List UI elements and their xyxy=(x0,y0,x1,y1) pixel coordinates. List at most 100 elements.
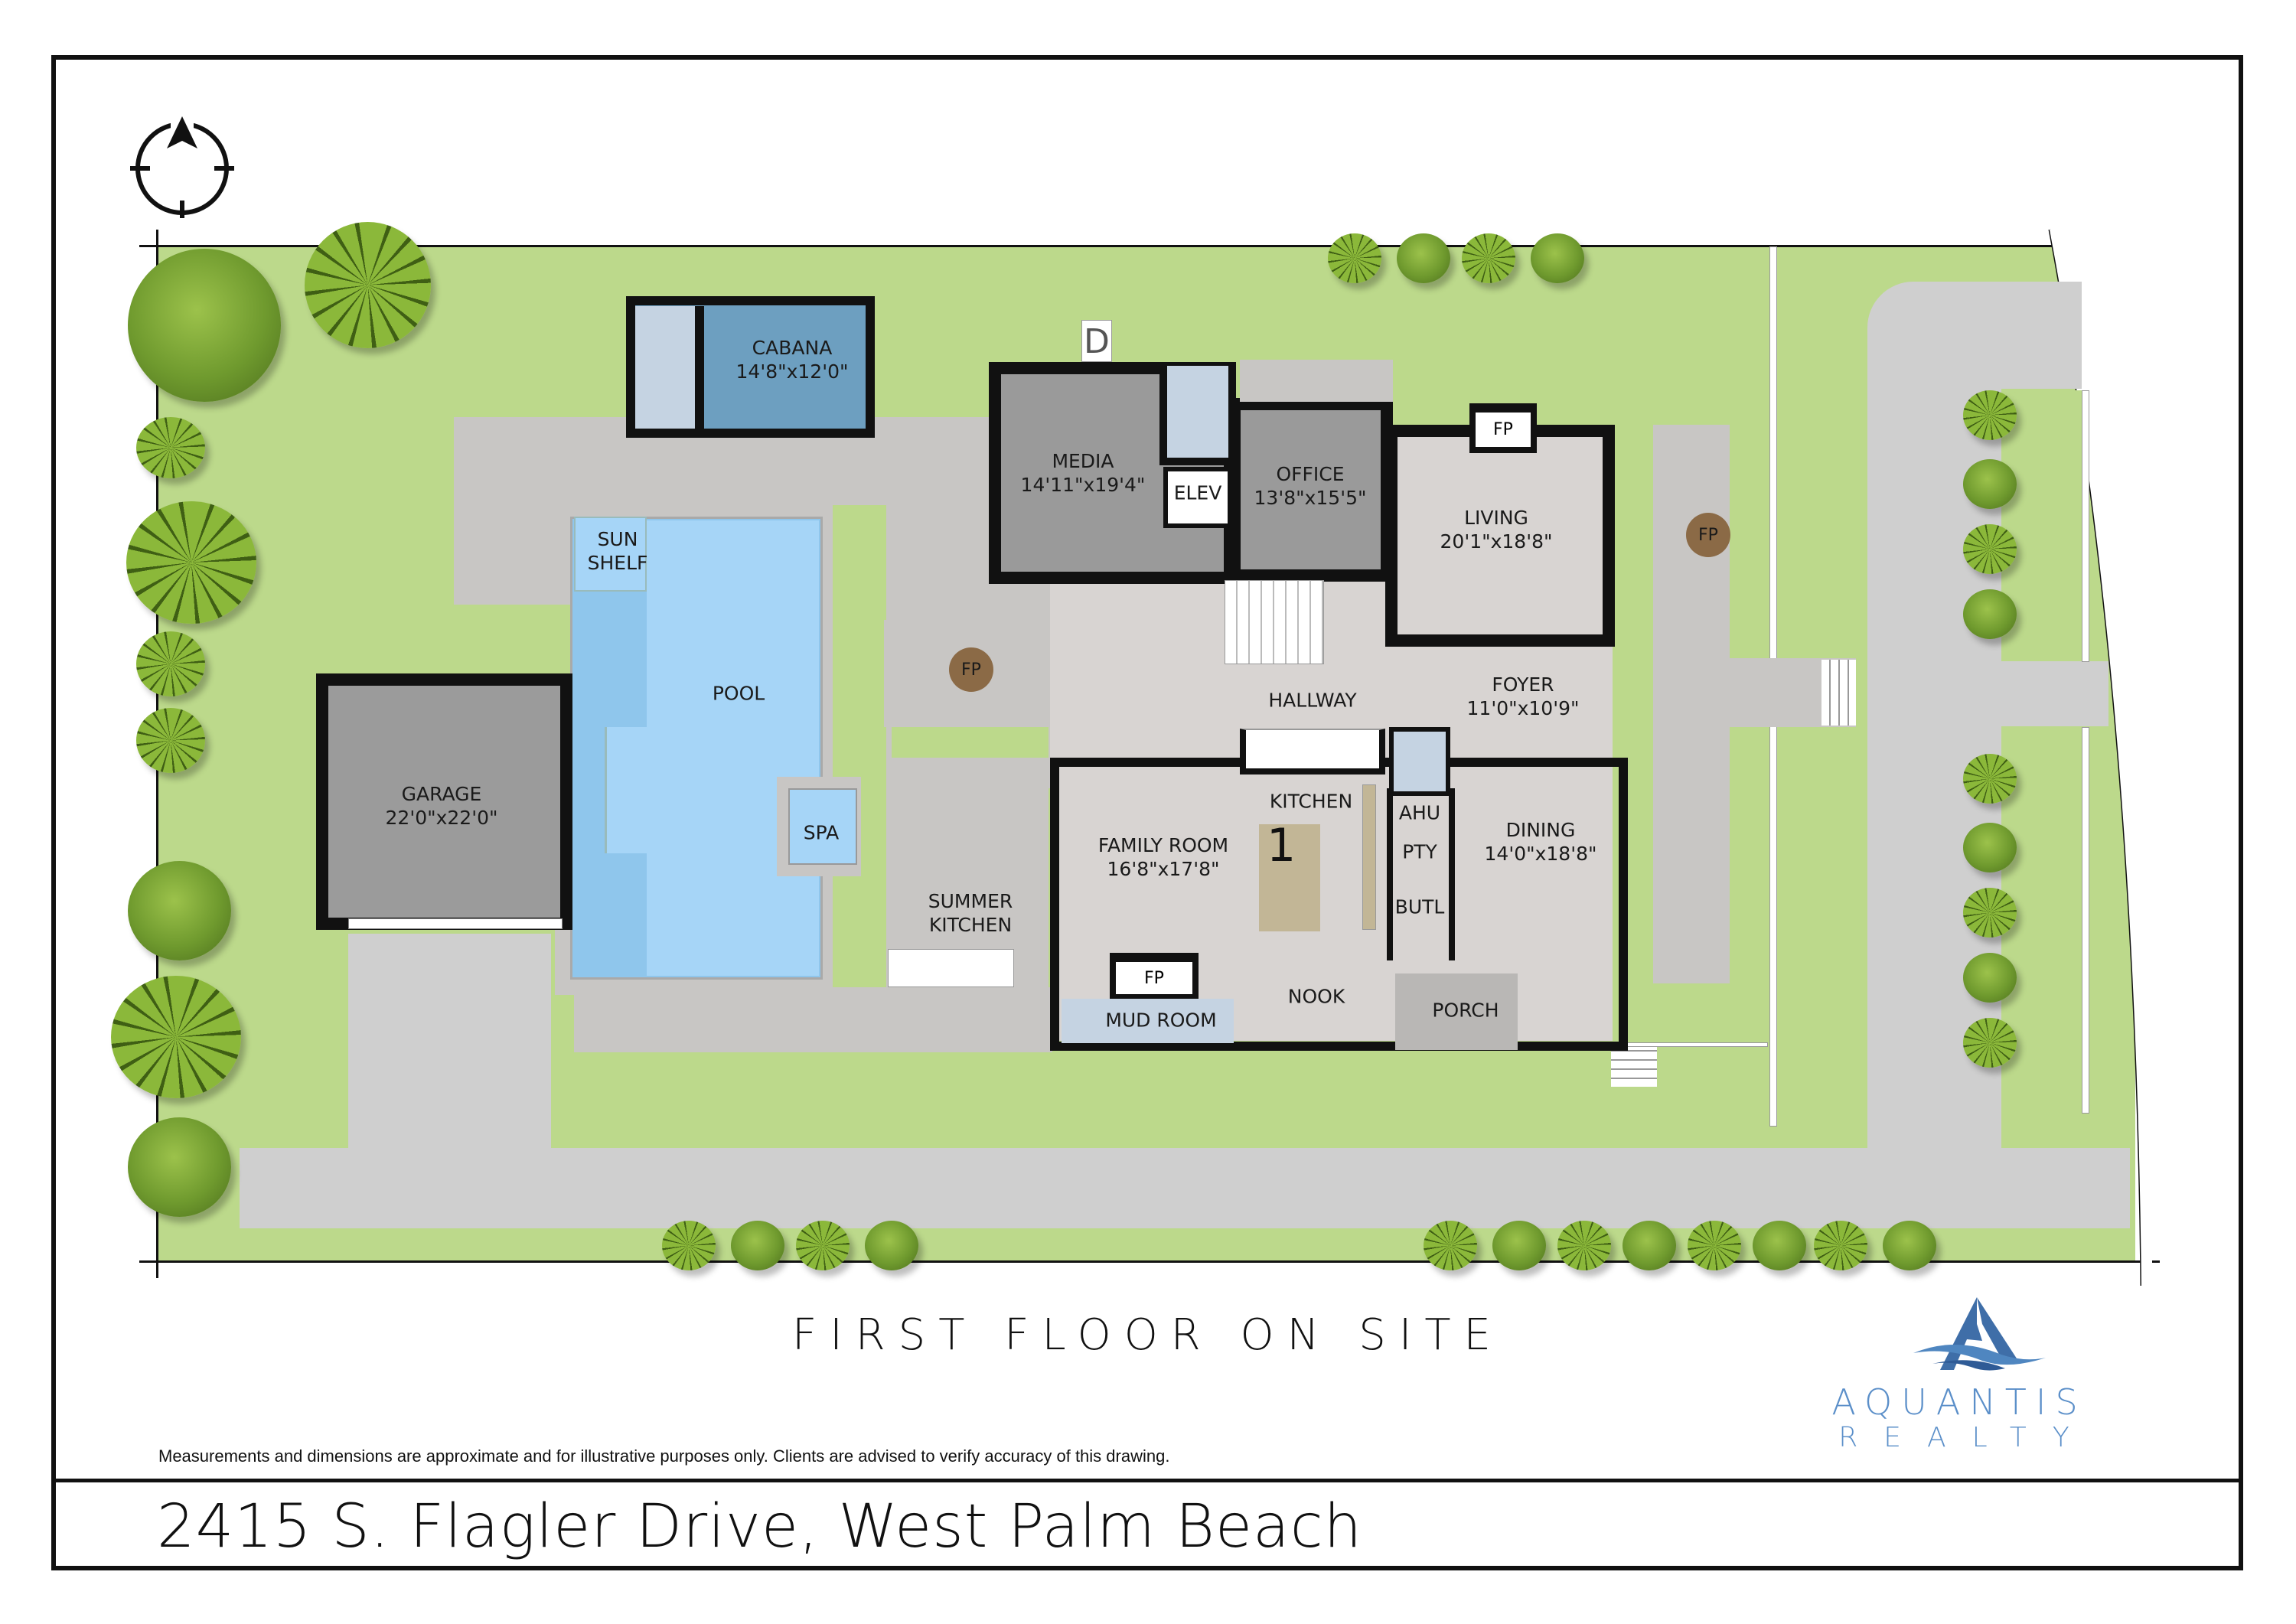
butl-label: BUTL xyxy=(1394,895,1445,918)
kitchen-powder xyxy=(1389,727,1450,796)
shrub-icon xyxy=(865,1221,918,1270)
palm-tree-icon xyxy=(796,1221,850,1270)
mud-room-label: MUD ROOM xyxy=(1105,1009,1217,1032)
elev-label: ELEV xyxy=(1173,481,1222,504)
butler-wall xyxy=(1449,788,1455,960)
spa xyxy=(788,788,857,865)
aquantis-logo-icon xyxy=(1913,1297,2046,1371)
palm-tree-icon xyxy=(136,417,205,478)
hallway-label: HALLWAY xyxy=(1268,689,1357,712)
shrub-icon xyxy=(731,1221,784,1270)
powder-bath xyxy=(1159,366,1236,465)
mud-room xyxy=(1062,999,1234,1043)
summer-kitchen-counter xyxy=(888,949,1014,987)
shrub-icon xyxy=(1623,1221,1676,1270)
property-line-north xyxy=(139,245,2072,247)
shrub-icon xyxy=(1963,459,2017,509)
drawing-frame xyxy=(51,55,2243,1570)
kitchen-label: KITCHEN xyxy=(1269,790,1353,813)
fp-patio-west: FP xyxy=(949,647,993,692)
fp-patio-east: FP xyxy=(1686,513,1730,557)
loggia-south xyxy=(574,987,1052,1052)
east-planter xyxy=(2001,390,2089,1148)
shrub-icon xyxy=(1753,1221,1806,1270)
palm-tree-icon xyxy=(1963,390,2017,440)
kitchen-counter-east xyxy=(1362,784,1376,930)
kitchen-counter-north xyxy=(1240,729,1385,774)
palm-tree-icon xyxy=(1963,1018,2017,1068)
palm-tree-icon xyxy=(1814,1221,1867,1270)
shrub-icon xyxy=(1963,823,2017,872)
palm-tree-icon xyxy=(1963,888,2017,938)
shrub-icon xyxy=(1397,233,1450,283)
east-curb-south xyxy=(2082,727,2089,1114)
palm-tree-icon xyxy=(1688,1221,1741,1270)
porch-label: PORCH xyxy=(1432,999,1499,1022)
kitchen-island xyxy=(1259,824,1320,931)
palm-tree-icon xyxy=(1424,1221,1477,1270)
property-line-south xyxy=(139,1260,2160,1263)
nook-label: NOOK xyxy=(1287,985,1345,1008)
property-address: 2415 S. Flagler Drive, West Palm Beach xyxy=(157,1492,1363,1561)
palm-tree-icon xyxy=(111,976,241,1098)
dumpster-pad: D xyxy=(1081,320,1112,362)
island-mark: 1 xyxy=(1267,819,1296,872)
garage xyxy=(316,673,572,930)
pool-label: POOL xyxy=(712,682,765,705)
living-room xyxy=(1385,425,1615,647)
disclaimer-text: Measurements and dimensions are approxim… xyxy=(158,1446,1170,1466)
porch-steps xyxy=(1611,1045,1657,1087)
palm-tree-icon xyxy=(136,708,205,773)
spa-label: SPA xyxy=(803,821,840,844)
grass-strip-east-pool xyxy=(833,505,886,995)
oak-tree-icon xyxy=(128,249,281,402)
staircase xyxy=(1225,580,1324,664)
shrub-icon xyxy=(128,1117,231,1217)
palm-tree-icon xyxy=(136,631,205,696)
palm-tree-icon xyxy=(1963,524,2017,574)
brand-name: AQUANTIS xyxy=(1831,1381,2087,1423)
driveway-south xyxy=(240,1148,2130,1228)
brand-tagline: REALTY xyxy=(1838,1422,2095,1453)
east-walk xyxy=(2001,661,2108,726)
entry-steps-east xyxy=(1821,660,1856,726)
north-arrow-icon xyxy=(130,116,234,218)
palm-tree-icon xyxy=(662,1221,716,1270)
garage-door[interactable] xyxy=(348,918,563,929)
shrub-icon xyxy=(1492,1221,1546,1270)
shrub-icon xyxy=(128,861,231,960)
family-fireplace: FP xyxy=(1110,953,1199,1000)
shrub-icon xyxy=(1531,233,1584,283)
office-porch xyxy=(1240,360,1393,402)
porch xyxy=(1395,973,1518,1050)
pool-beach-entry xyxy=(605,727,696,853)
palm-tree-icon xyxy=(1963,754,2017,804)
palm-tree-icon xyxy=(126,501,256,624)
shrub-icon xyxy=(1883,1221,1936,1270)
ahu-label: AHU xyxy=(1398,801,1441,824)
shrub-icon xyxy=(1963,953,2017,1003)
palm-tree-icon xyxy=(1328,233,1381,283)
living-fireplace: FP xyxy=(1469,403,1537,453)
offsite-area xyxy=(2050,230,2152,1286)
pty-label: PTY xyxy=(1402,840,1437,863)
east-curb-north xyxy=(2082,390,2089,662)
sun-shelf xyxy=(574,517,647,592)
cabana-bath xyxy=(635,306,704,429)
palm-tree-icon xyxy=(1557,1221,1611,1270)
address-band xyxy=(51,1479,2243,1570)
driveway-garage xyxy=(348,934,551,1228)
palm-tree-icon xyxy=(1462,233,1515,283)
palm-tree-icon xyxy=(305,222,431,348)
drawing-caption: FIRST FLOOR ON SITE xyxy=(792,1310,1504,1360)
